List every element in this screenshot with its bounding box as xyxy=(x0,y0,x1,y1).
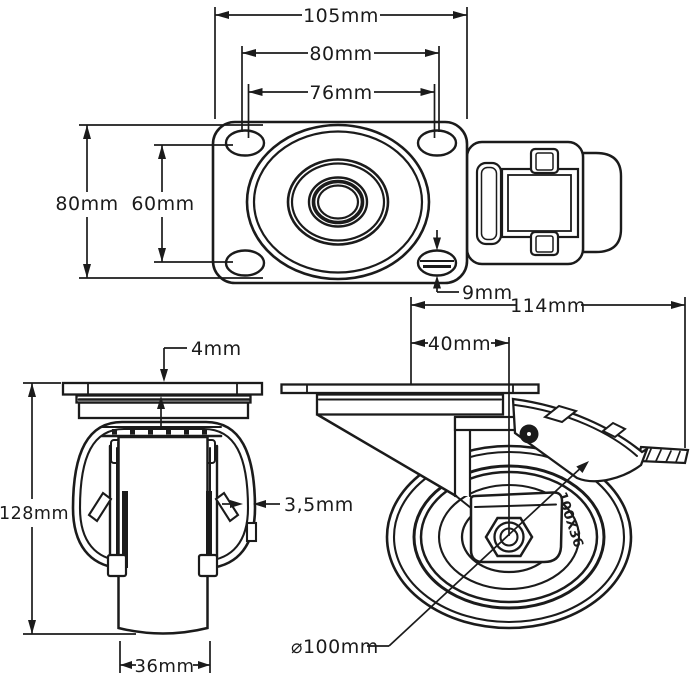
fork-foot-left xyxy=(106,553,128,578)
arrowhead xyxy=(28,383,36,397)
arrowhead xyxy=(420,88,435,96)
dim-label-wheel-diameter: ⌀100mm xyxy=(291,636,379,658)
arrowhead xyxy=(157,396,165,409)
fork-web-edge xyxy=(316,413,458,498)
top-view-dimensions: 105mm 80mm 76mm 80mm 60mm xyxy=(55,5,512,304)
arrowhead xyxy=(411,339,425,347)
fork-web-fill xyxy=(318,415,470,496)
arrowhead xyxy=(242,49,256,57)
fork-stamped-tab-left xyxy=(87,491,113,523)
fork-stamped-tab-right xyxy=(214,491,240,523)
rivet-pin xyxy=(527,432,531,436)
arrowhead xyxy=(160,369,168,382)
mounting-plate-front xyxy=(61,381,264,396)
dim-label-plate-height: 80mm xyxy=(55,193,118,215)
dim-label-hole-spacing-h: 76mm xyxy=(309,82,372,104)
wheel-front xyxy=(117,435,209,635)
arrowhead xyxy=(198,661,210,669)
dim-label-hole-edge-span: 80mm xyxy=(309,43,372,65)
fork-foot-right xyxy=(197,553,219,578)
arrowhead xyxy=(28,620,36,634)
fork-dome-inner xyxy=(78,427,250,563)
brake-tab-front xyxy=(245,521,258,543)
arrowhead xyxy=(158,248,166,262)
fork-bend-line xyxy=(455,495,472,509)
brake-housing-clip xyxy=(542,404,579,424)
arrowhead xyxy=(433,237,441,251)
top-view xyxy=(211,120,623,285)
arrowhead xyxy=(671,301,685,309)
dim-label-plate-thickness: 4mm xyxy=(191,338,242,360)
brake-mech-tab-bottom-inner xyxy=(535,235,554,253)
arrowhead xyxy=(83,264,91,278)
arrowhead xyxy=(158,145,166,159)
front-view xyxy=(61,381,264,635)
dim-label-overall-width: 105mm xyxy=(303,5,379,27)
arrowhead xyxy=(425,49,439,57)
arrowhead xyxy=(215,11,229,19)
dim-label-overall-length: 114mm xyxy=(510,295,586,317)
brake-lever xyxy=(636,445,690,465)
brake-pedal-top-icon xyxy=(581,151,623,254)
arrowhead xyxy=(433,275,441,289)
arrowhead xyxy=(230,500,243,508)
bolt-hole-measured xyxy=(416,249,458,277)
mounting-plate-side xyxy=(280,383,540,395)
hub-side-bar-left xyxy=(122,491,128,568)
arrowhead xyxy=(411,301,425,309)
side-view-dimensions: 114mm 40mm ⌀100mm xyxy=(291,295,686,658)
front-view-dimensions: 4mm 128mm 3,5mm 36mm xyxy=(0,338,354,677)
dim-label-wheel-width: 36mm xyxy=(135,656,195,677)
leader-line xyxy=(388,463,586,647)
brake-housing-clip xyxy=(601,421,627,439)
brake-mech-tab-top-inner xyxy=(535,152,554,171)
hub-side-bar-right xyxy=(206,491,212,568)
bolt-hole xyxy=(416,129,458,157)
bolt-hole xyxy=(224,249,266,277)
dim-label-bracket-thickness: 3,5mm xyxy=(284,494,354,516)
brake-mechanism-inner xyxy=(507,174,572,232)
arrowhead xyxy=(576,461,589,473)
dim-label-swivel-offset: 40mm xyxy=(428,333,491,355)
dim-label-hole-spacing-v: 60mm xyxy=(131,193,194,215)
axle-plate-line xyxy=(474,503,557,508)
dim-label-hole-diameter: 9mm xyxy=(462,282,513,304)
brake-housing-edge-line xyxy=(514,404,638,457)
arrowhead xyxy=(495,339,509,347)
arrowhead xyxy=(83,125,91,139)
arrowhead xyxy=(120,661,132,669)
arrowhead xyxy=(248,88,263,96)
arrowhead xyxy=(453,11,467,19)
bolt-hole xyxy=(224,129,266,157)
arrowhead xyxy=(253,500,266,508)
dim-label-overall-height: 128mm xyxy=(0,504,69,524)
swivel-bearing-rings xyxy=(245,123,431,281)
fork-top-step xyxy=(453,415,519,432)
swivel-band-side xyxy=(315,393,505,416)
mounting-plate-top xyxy=(211,120,469,285)
brake-spring-slot-inner xyxy=(480,166,498,241)
